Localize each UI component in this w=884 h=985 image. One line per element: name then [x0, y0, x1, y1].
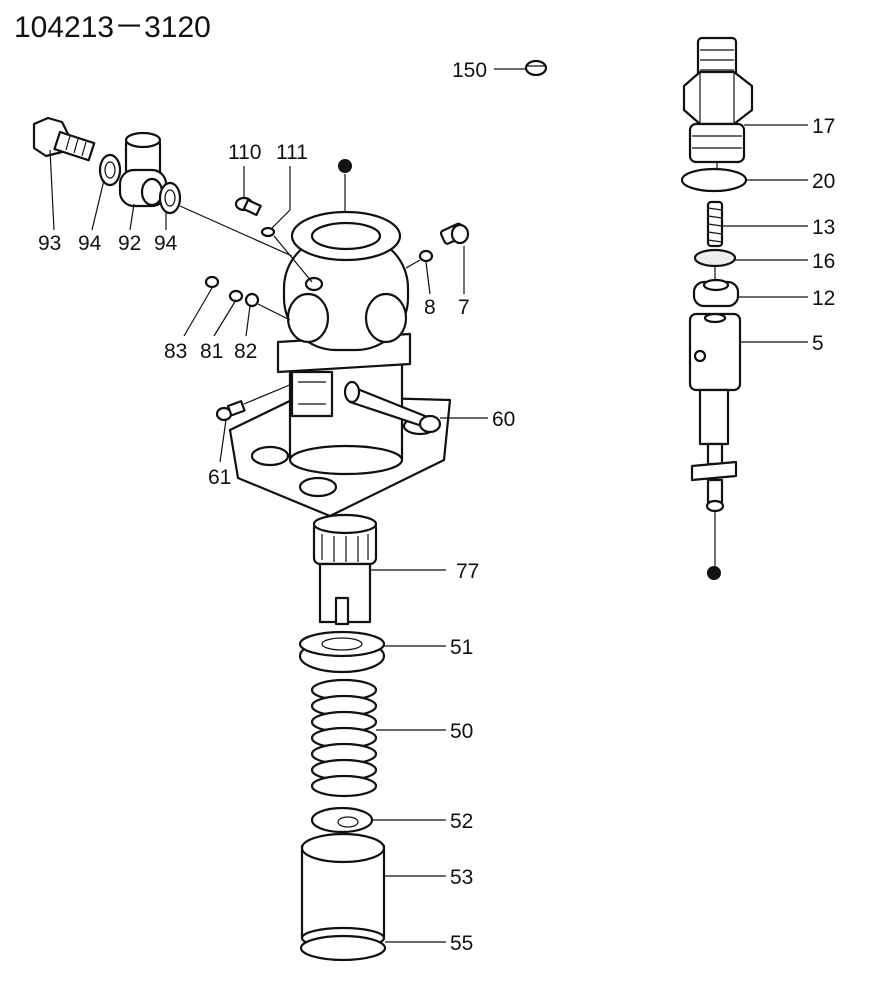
part-93-bolt — [32, 116, 96, 162]
fittings-group — [32, 116, 470, 422]
callout-94-a: 94 — [78, 232, 102, 255]
callout-13: 13 — [812, 216, 835, 239]
part-83-screw — [204, 275, 220, 289]
alignment-dot-bottom — [707, 566, 721, 580]
callout-20: 20 — [812, 170, 835, 193]
part-52-seat — [310, 806, 374, 834]
part-94-washer-a — [98, 153, 122, 187]
part-77-sleeve — [312, 513, 378, 626]
part-20-oring — [680, 167, 748, 193]
callout-110: 110 — [228, 141, 261, 164]
callout-61: 61 — [208, 466, 231, 489]
part-61-screw — [215, 400, 246, 422]
callout-51: 51 — [450, 636, 473, 659]
part-16-gasket — [693, 248, 737, 268]
callout-17: 17 — [812, 115, 835, 138]
callout-labels: 150 17 20 13 16 12 5 110 111 93 94 92 94… — [38, 59, 835, 955]
part-81-washer — [228, 289, 244, 303]
callout-81: 81 — [200, 340, 223, 363]
part-53-tappet — [300, 832, 386, 950]
callout-8: 8 — [424, 296, 436, 319]
callout-83: 83 — [164, 340, 187, 363]
part-51-seat — [298, 630, 386, 674]
delivery-valve-group — [680, 36, 754, 580]
callout-16: 16 — [812, 250, 835, 273]
part-55-ring — [299, 934, 387, 962]
alignment-dot-top — [338, 159, 352, 173]
part-12-valve — [692, 278, 740, 308]
callout-92: 92 — [118, 232, 141, 255]
part-8-washer — [418, 249, 434, 263]
part-82-nut — [244, 292, 260, 308]
callout-53: 53 — [450, 866, 473, 889]
callout-7: 7 — [458, 296, 470, 319]
callout-111: 111 — [276, 141, 308, 164]
part-111-washer — [260, 226, 276, 238]
leader-lines — [49, 68, 808, 943]
part-5-barrel — [688, 312, 742, 580]
lower-stack-group — [298, 513, 387, 962]
callout-150: 150 — [452, 59, 487, 82]
callout-50: 50 — [450, 720, 473, 743]
part-13-spring — [706, 200, 724, 248]
part-17-holder — [682, 36, 754, 176]
part-150 — [524, 59, 548, 77]
diagram-title: 104213－3120 — [14, 11, 211, 44]
part-110-screw — [234, 196, 262, 217]
part-50-spring — [310, 678, 378, 798]
pump-body-group — [228, 159, 452, 518]
callout-60: 60 — [492, 408, 515, 431]
part-92-banjo — [118, 131, 168, 208]
callout-52: 52 — [450, 810, 473, 833]
callout-5: 5 — [812, 332, 824, 355]
part-7-screw — [439, 222, 470, 245]
callout-12: 12 — [812, 287, 835, 310]
callout-82: 82 — [234, 340, 257, 363]
callout-93: 93 — [38, 232, 61, 255]
callout-55: 55 — [450, 932, 473, 955]
part-94-washer-b — [158, 181, 182, 215]
callout-77: 77 — [456, 560, 479, 583]
callout-94-b: 94 — [154, 232, 178, 255]
